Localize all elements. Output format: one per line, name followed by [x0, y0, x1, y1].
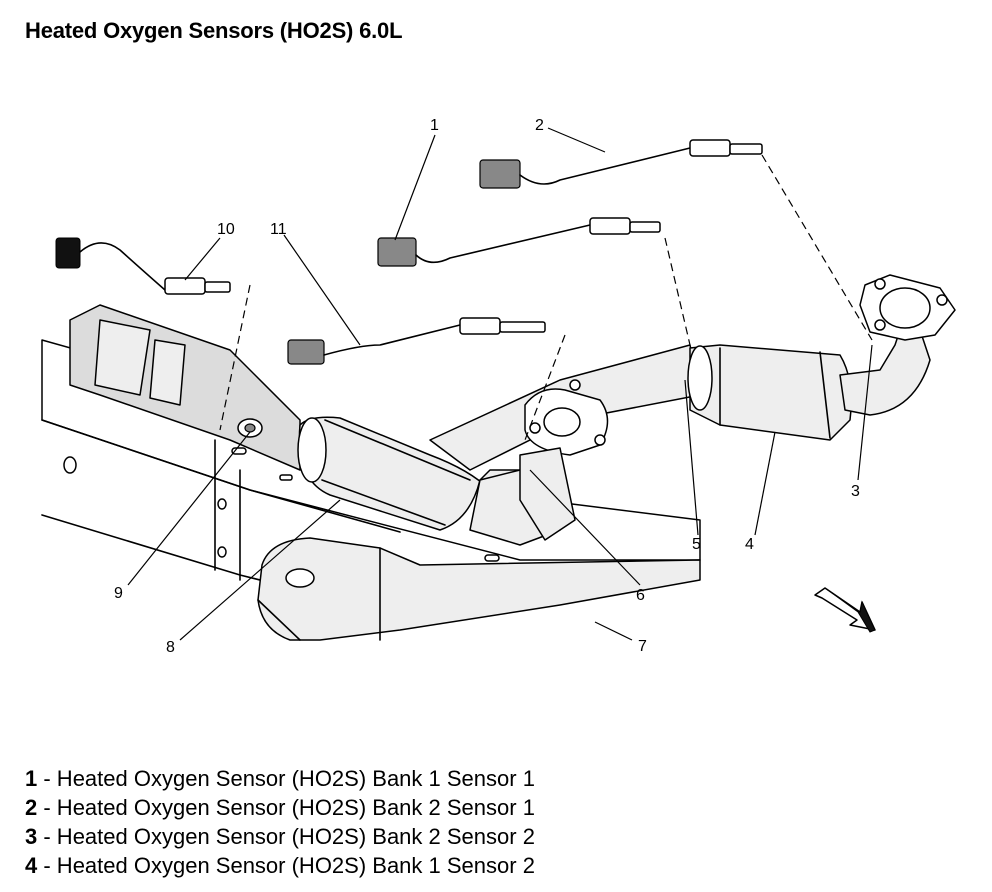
callout-2: 2: [535, 117, 544, 134]
legend-item-4: 4 - Heated Oxygen Sensor (HO2S) Bank 1 S…: [25, 851, 535, 880]
callout-4: 4: [745, 536, 754, 553]
callout-5: 5: [692, 536, 701, 553]
legend-number: 4: [25, 853, 38, 878]
sensor-position-lines: [219, 154, 873, 441]
callout-10: 10: [217, 221, 235, 238]
legend-item-1: 1 - Heated Oxygen Sensor (HO2S) Bank 1 S…: [25, 764, 535, 793]
oxygen-sensor-1: [377, 217, 661, 267]
callout-3: 3: [851, 483, 860, 500]
callout-7: 7: [638, 638, 647, 655]
diagram-title: Heated Oxygen Sensors (HO2S) 6.0L: [25, 18, 403, 43]
callout-8: 8: [166, 639, 175, 656]
callout-9: 9: [114, 585, 123, 602]
right-catalytic-converter: [687, 329, 931, 441]
legend-text: - Heated Oxygen Sensor (HO2S) Bank 1 Sen…: [37, 853, 535, 878]
legend-text: - Heated Oxygen Sensor (HO2S) Bank 1 Sen…: [37, 766, 535, 791]
legend-item-2: 2 - Heated Oxygen Sensor (HO2S) Bank 2 S…: [25, 793, 535, 822]
leader-lines: [127, 127, 873, 641]
direction-arrow-icon: [814, 587, 876, 633]
crossmember: [257, 537, 701, 641]
legend-item-3: 3 - Heated Oxygen Sensor (HO2S) Bank 2 S…: [25, 822, 535, 851]
legend-number: 2: [25, 795, 38, 820]
exhaust-diagram: 1 2 3 4 5 6 7 8 9 10 11: [41, 117, 956, 656]
oxygen-sensor-10: [55, 237, 231, 295]
callout-1: 1: [430, 117, 439, 134]
oxygen-sensor-2: [479, 139, 763, 189]
legend-number: 3: [25, 824, 38, 849]
legend-text: - Heated Oxygen Sensor (HO2S) Bank 2 Sen…: [37, 824, 535, 849]
callout-11: 11: [270, 221, 287, 238]
left-exhaust-pipe: [69, 304, 301, 471]
legend-number: 1: [25, 766, 38, 791]
y-pipe: [429, 344, 701, 541]
callout-labels: 1 2 3 4 5 6 7 8 9 10 11: [114, 117, 860, 656]
right-flange: [859, 274, 956, 341]
legend: 1 - Heated Oxygen Sensor (HO2S) Bank 1 S…: [25, 764, 535, 880]
legend-text: - Heated Oxygen Sensor (HO2S) Bank 2 Sen…: [37, 795, 535, 820]
callout-6: 6: [636, 587, 645, 604]
oxygen-sensor-11: [287, 317, 546, 365]
